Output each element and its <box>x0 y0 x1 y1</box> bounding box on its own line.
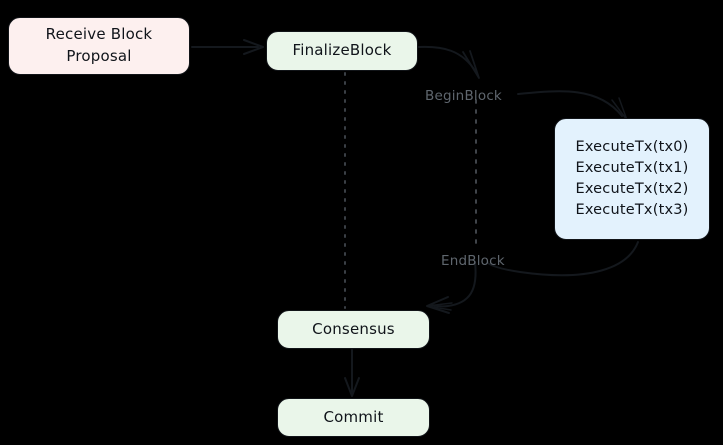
node-finalize-block[interactable]: FinalizeBlock <box>266 31 418 71</box>
node-label-line: Proposal <box>66 47 132 65</box>
node-consensus[interactable]: Consensus <box>277 310 430 349</box>
edge-executetx-to-endblock <box>487 241 639 277</box>
edge-consensus-to-commit <box>344 349 360 397</box>
node-commit[interactable]: Commit <box>277 398 430 437</box>
node-label-line: Consensus <box>312 319 395 338</box>
edge-label-end-block: EndBlock <box>441 253 505 269</box>
node-label-line: FinalizeBlock <box>292 41 392 60</box>
edge-label-begin-block: BeginBlock <box>425 88 502 104</box>
node-label-line: ExecuteTx(tx2) <box>575 181 689 197</box>
edge-finalize-to-beginblock <box>418 45 480 79</box>
node-label-line: Receive Block <box>45 25 153 44</box>
node-label-line: ExecuteTx(tx0) <box>575 138 689 155</box>
edge-endblock-to-consensus <box>426 261 477 314</box>
node-receive-block-proposal[interactable]: Receive Block Proposal <box>8 17 190 75</box>
edge-beginblock-to-executetx <box>517 90 628 121</box>
node-label-line: ExecuteTx(tx3) <box>575 202 689 219</box>
edge-proposal-to-finalize <box>191 39 264 55</box>
node-execute-tx[interactable]: ExecuteTx(tx0) ExecuteTx(tx1) ExecuteTx(… <box>554 118 710 240</box>
node-label-line: Commit <box>323 407 384 426</box>
node-label-line: ExecuteTx(tx1) <box>575 159 689 176</box>
